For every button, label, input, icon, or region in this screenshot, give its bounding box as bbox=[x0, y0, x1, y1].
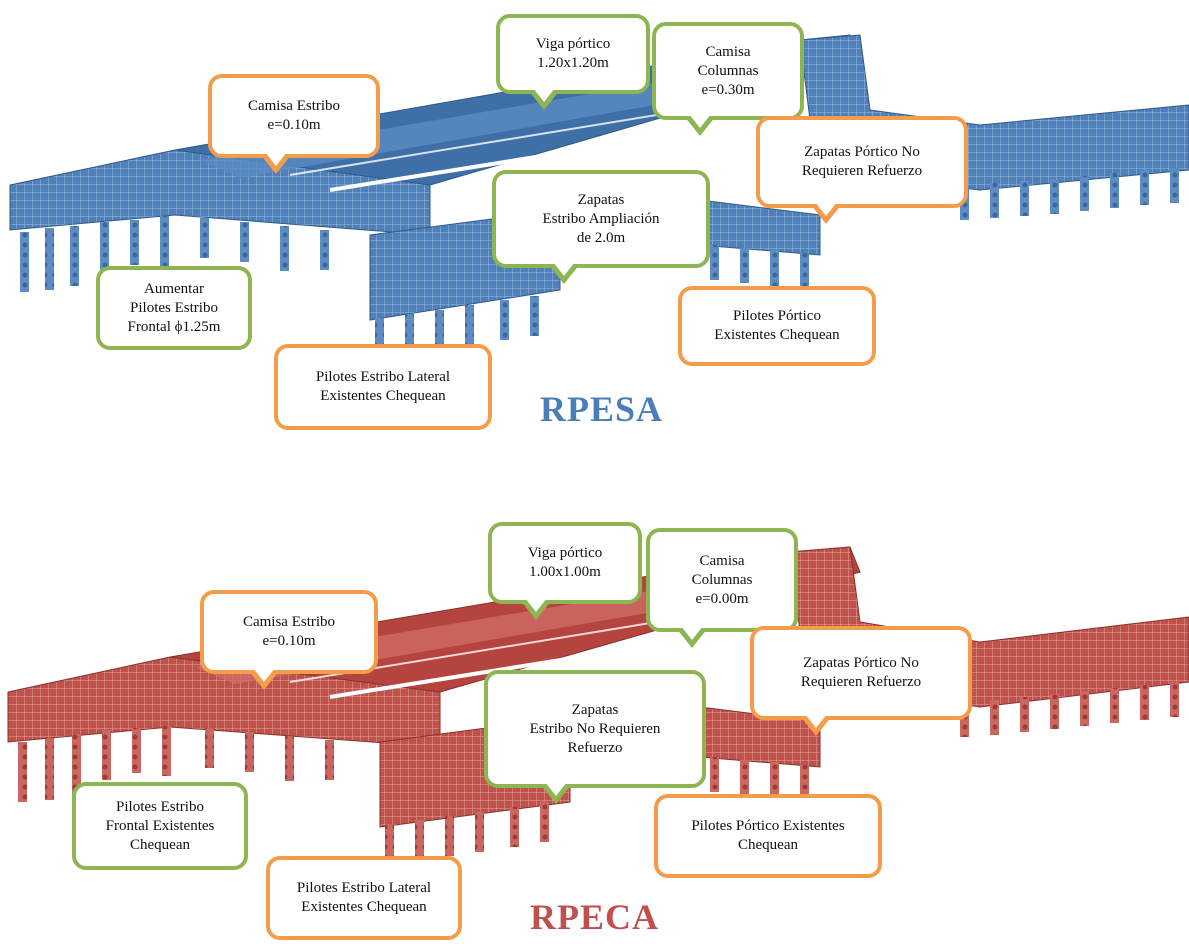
callout-tail bbox=[805, 714, 827, 728]
callout-pilotes-frontal: Pilotes Estribo Frontal Existentes Chequ… bbox=[72, 782, 248, 870]
callout-pilotes-frontal: Aumentar Pilotes Estribo Frontal ϕ1.25m bbox=[96, 266, 252, 350]
callout-zapatas-portico-text: Zapatas Pórtico No Requieren Refuerzo bbox=[801, 144, 923, 179]
callout-camisa-estribo-text: Camisa Estribo e=0.10m bbox=[247, 98, 341, 133]
callout-camisa-estribo: Camisa Estribo e=0.10m bbox=[208, 74, 380, 158]
rpesa-panel: Viga pórtico 1.20x1.20m Camisa Columnas … bbox=[9, 14, 1189, 430]
callout-tail bbox=[525, 598, 547, 612]
callout-tail bbox=[533, 88, 555, 102]
callout-pilotes-portico: Pilotes Pórtico Existentes Chequean bbox=[654, 794, 882, 878]
callout-pilotes-frontal-text: Pilotes Estribo Frontal Existentes Chequ… bbox=[105, 798, 215, 853]
callout-camisa-columnas: Camisa Columnas e=0.00m bbox=[646, 528, 798, 632]
callout-zapatas-estribo: Zapatas Estribo No Requieren Refuerzo bbox=[484, 670, 706, 788]
callout-tail bbox=[553, 262, 575, 276]
callout-tail bbox=[265, 152, 287, 166]
callout-viga-portico: Viga pórtico 1.20x1.20m bbox=[496, 14, 650, 94]
callout-pilotes-portico: Pilotes Pórtico Existentes Chequean bbox=[678, 286, 876, 366]
rpesa-title: RPESA bbox=[540, 389, 664, 429]
callout-viga-portico-text: Viga pórtico 1.20x1.20m bbox=[535, 36, 611, 71]
callout-pilotes-lateral: Pilotes Estribo Lateral Existentes Chequ… bbox=[274, 344, 492, 430]
callout-pilotes-lateral-text: Pilotes Estribo Lateral Existentes Chequ… bbox=[296, 880, 432, 915]
callout-camisa-columnas-text: Camisa Columnas e=0.30m bbox=[697, 43, 759, 98]
callout-camisa-columnas: Camisa Columnas e=0.30m bbox=[652, 22, 804, 120]
callout-tail bbox=[253, 668, 275, 682]
callout-zapatas-portico: Zapatas Pórtico No Requieren Refuerzo bbox=[750, 626, 972, 720]
callout-pilotes-portico-text: Pilotes Pórtico Existentes Chequean bbox=[691, 818, 845, 853]
callout-tail bbox=[681, 626, 703, 640]
callout-viga-portico-text: Viga pórtico 1.00x1.00m bbox=[527, 545, 603, 580]
callout-camisa-estribo: Camisa Estribo e=0.10m bbox=[200, 590, 378, 674]
callout-viga-portico: Viga pórtico 1.00x1.00m bbox=[488, 522, 642, 604]
callout-zapatas-portico-text: Zapatas Pórtico No Requieren Refuerzo bbox=[800, 655, 922, 690]
callout-pilotes-portico-text: Pilotes Pórtico Existentes Chequean bbox=[714, 308, 840, 343]
callout-tail bbox=[815, 202, 837, 216]
callout-camisa-columnas-text: Camisa Columnas e=0.00m bbox=[691, 552, 753, 607]
rpeca-title: RPECA bbox=[530, 897, 659, 937]
callout-camisa-estribo-text: Camisa Estribo e=0.10m bbox=[242, 614, 336, 649]
callout-tail bbox=[689, 114, 711, 128]
callout-pilotes-lateral: Pilotes Estribo Lateral Existentes Chequ… bbox=[266, 856, 462, 940]
callout-zapatas-estribo-text: Zapatas Estribo No Requieren Refuerzo bbox=[529, 701, 661, 756]
callout-zapatas-portico: Zapatas Pórtico No Requieren Refuerzo bbox=[756, 116, 968, 208]
callout-pilotes-frontal-text: Aumentar Pilotes Estribo Frontal ϕ1.25m bbox=[127, 280, 221, 335]
callout-zapatas-estribo-text: Zapatas Estribo Ampliación de 2.0m bbox=[542, 191, 660, 246]
rpeca-panel: Viga pórtico 1.00x1.00m Camisa Columnas … bbox=[0, 472, 1189, 944]
callout-zapatas-estribo: Zapatas Estribo Ampliación de 2.0m bbox=[492, 170, 710, 268]
callout-tail bbox=[545, 782, 567, 796]
callout-pilotes-lateral-text: Pilotes Estribo Lateral Existentes Chequ… bbox=[315, 369, 451, 404]
